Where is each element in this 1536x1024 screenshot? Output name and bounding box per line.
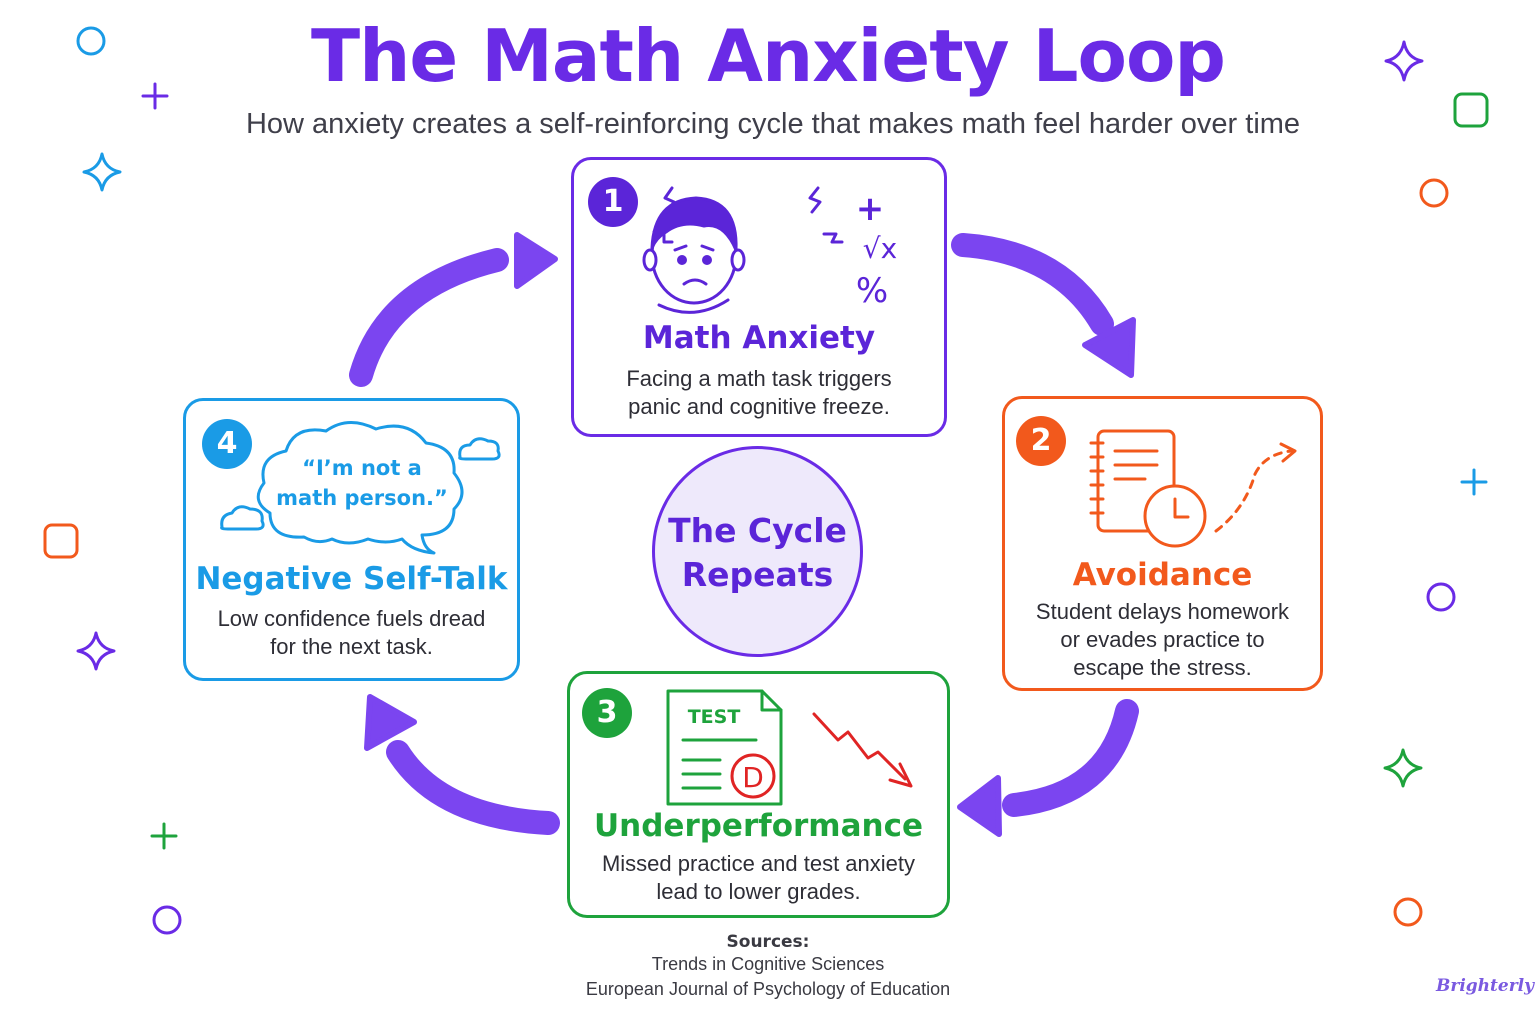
source-item: European Journal of Psychology of Educat… (585, 979, 951, 999)
deco-square-icon (1453, 92, 1489, 128)
desc-line: Facing a math task triggers (626, 366, 892, 391)
step-title: Negative Self-Talk (195, 561, 508, 597)
cycle-arrows (349, 232, 1139, 837)
sources-block: Sources: Trends in Cognitive Sciences Eu… (0, 932, 1536, 1002)
step-number-badge: 2 (1016, 416, 1066, 466)
step-card-negative-self-talk: 4 “I’m not a math person.” Negative Self… (183, 398, 520, 681)
plus-symbol: + (856, 189, 885, 229)
sqrt-symbol: √x (863, 232, 897, 265)
deco-circle-icon (1426, 582, 1456, 612)
step-number-badge: 1 (588, 177, 638, 227)
quote-line: math person.” (276, 486, 448, 510)
deco-circle-icon (152, 905, 182, 935)
test-paper-icon: TEST D (666, 689, 913, 806)
brand-logo: Brighterly (1436, 976, 1534, 996)
step-card-underperformance: 3 TEST D Underperformance Missed practic… (567, 671, 950, 918)
deco-sparkle-icon (1384, 40, 1424, 82)
desc-line: or evades practice to (1060, 627, 1265, 652)
percent-symbol: % (856, 271, 888, 311)
notebook-clock-icon (1089, 429, 1297, 548)
step-number-badge: 3 (582, 688, 632, 738)
arrow-4-to-1 (349, 248, 509, 387)
arrow-1-to-2-head (1082, 317, 1136, 378)
grade-circle (730, 753, 776, 799)
desc-line: escape the stress. (1073, 655, 1252, 680)
step-description: Missed practice and test anxiety lead to… (570, 850, 947, 906)
deco-plus-icon (1460, 468, 1488, 496)
desc-line: for the next task. (270, 634, 433, 659)
desc-line: Student delays homework (1035, 599, 1290, 624)
deco-plus-icon (150, 822, 178, 850)
step-title: Math Anxiety (642, 320, 876, 356)
step-description: Student delays homework or evades practi… (1005, 598, 1320, 682)
decorative-shapes (43, 26, 1489, 935)
cycle-center-label: The Cycle Repeats (655, 509, 860, 597)
cycle-center-circle: The Cycle Repeats (652, 446, 863, 657)
page-title: The Math Anxiety Loop (311, 14, 1226, 98)
step-description: Low confidence fuels dread for the next … (186, 605, 517, 661)
deco-circle-icon (76, 26, 106, 56)
step-card-math-anxiety: 1 + √x % Math Anxiety Facing a math task… (571, 157, 947, 437)
page-subtitle: How anxiety creates a self-reinforcing c… (245, 108, 1301, 140)
arrow-2-to-3 (1002, 699, 1139, 817)
arrow-2-to-3-head (957, 775, 1002, 837)
arrow-4-to-1-head (514, 232, 558, 289)
center-line: Repeats (681, 555, 834, 594)
deco-circle-icon (1419, 178, 1449, 208)
deco-plus-icon (141, 82, 169, 110)
deco-sparkle-icon (82, 152, 122, 192)
step-title: Avoidance (1072, 557, 1253, 593)
step-number-badge: 4 (202, 419, 252, 469)
desc-line: lead to lower grades. (656, 879, 861, 904)
desc-line: Missed practice and test anxiety (601, 851, 916, 876)
center-line: The Cycle (668, 511, 847, 550)
source-item: Trends in Cognitive Sciences (651, 954, 885, 974)
step-title: Underperformance (593, 808, 923, 844)
deco-sparkle-icon (1383, 748, 1423, 788)
sources-heading: Sources: (726, 932, 810, 952)
step-card-avoidance: 2 Avoidance Student delays homework or e… (1002, 396, 1323, 691)
deco-circle-icon (1393, 897, 1423, 927)
test-label: TEST (688, 706, 741, 728)
desc-line: panic and cognitive freeze. (628, 394, 890, 419)
trend-down-icon (812, 712, 913, 788)
step-description: Facing a math task triggers panic and co… (574, 365, 944, 421)
grade-mark: D (742, 761, 764, 794)
desc-line: Low confidence fuels dread (217, 606, 486, 631)
quote-line: “I’m not a (302, 456, 422, 480)
arrow-3-to-4-head (364, 694, 417, 751)
anxious-face-icon: + √x % (642, 186, 897, 314)
deco-square-icon (43, 523, 79, 559)
deco-sparkle-icon (76, 631, 116, 671)
arrow-3-to-4 (386, 740, 560, 835)
thought-cloud-icon (220, 421, 501, 555)
arrow-1-to-2 (951, 233, 1114, 336)
self-talk-quote: “I’m not a math person.” (256, 453, 468, 513)
